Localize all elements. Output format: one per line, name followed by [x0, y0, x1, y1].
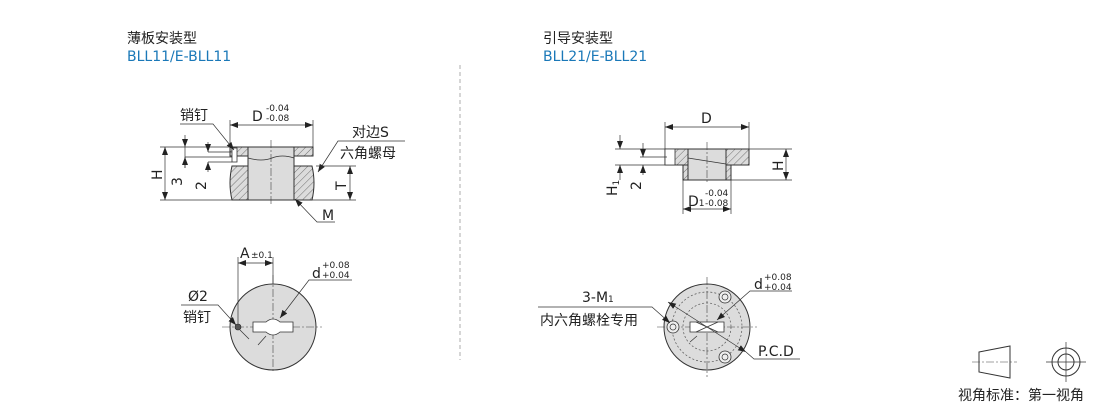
dim-3: 3 — [170, 177, 186, 186]
projection-label: 视角标准：第一视角 — [958, 387, 1084, 404]
left-title: 薄板安装型 — [127, 31, 197, 47]
d-tol-lower: +0.04 — [322, 271, 350, 281]
d-label: D — [252, 109, 263, 125]
bolt-label: 3-M1 — [582, 290, 614, 306]
a-tol: ±0.1 — [251, 251, 273, 261]
bolt-note: 内六角螺栓专用 — [540, 313, 638, 329]
thread-label: M — [322, 208, 334, 224]
cone-icon — [978, 345, 1011, 379]
dim-2: 2 — [629, 181, 645, 190]
h-label: H — [771, 160, 787, 171]
d-tol-upper: +0.08 — [322, 261, 350, 271]
t-label: T — [334, 181, 350, 191]
first-angle-projection-symbol: 视角标准：第一视角 — [958, 342, 1086, 404]
d-tol-lower: -0.08 — [266, 114, 290, 124]
left-model: BLL11/E-BLL11 — [127, 49, 231, 65]
d-label: d — [754, 277, 763, 293]
bolt-hole — [718, 350, 732, 364]
concentric-circles-icon — [1046, 342, 1086, 382]
bolt-hole — [718, 290, 732, 304]
across-flats-label: 对边S — [352, 125, 389, 141]
h1-label: H1 — [605, 180, 622, 196]
dim-2: 2 — [194, 181, 210, 190]
pin-label: 销钉 — [183, 310, 211, 326]
d-label: d — [312, 266, 321, 282]
d1-tol-upper: -0.04 — [705, 189, 729, 199]
pcd-label: P.C.D — [758, 344, 794, 360]
right-section: 引导安装型 BLL21/E-BLL21 D H H1 — [538, 31, 800, 377]
right-model: BLL21/E-BLL21 — [543, 49, 647, 65]
a-label: A — [240, 246, 250, 262]
pin-diameter-label: Ø2 — [188, 289, 208, 305]
right-title: 引导安装型 — [543, 31, 613, 47]
left-top-view: A ±0.1 d +0.08 +0.04 Ø2 销钉 — [181, 246, 352, 372]
bolt-hole — [666, 320, 680, 334]
d1-label: D1 — [688, 194, 705, 210]
pin-label: 销钉 — [180, 108, 208, 124]
d-tol-upper: +0.08 — [764, 273, 792, 283]
pin — [231, 147, 238, 163]
right-top-view: 3-M1 内六角螺栓专用 d +0.08 +0.04 P.C.D — [538, 273, 800, 377]
left-side-view: D -0.04 -0.08 销钉 H 3 2 对边S 六角螺母 — [150, 104, 405, 224]
d-tol-lower: +0.04 — [764, 283, 792, 293]
key-slot — [252, 318, 294, 336]
d-tol-upper: -0.04 — [266, 104, 290, 114]
d-label: D — [701, 111, 712, 127]
d1-tol-lower: -0.08 — [705, 199, 729, 209]
hex-nut-label: 六角螺母 — [340, 146, 396, 162]
h-label: H — [150, 169, 166, 180]
left-section: 薄板安装型 BLL11/E-BLL11 D -0.04 -0.08 销钉 — [127, 31, 405, 372]
right-side-view: D H H1 2 D1 -0.04 -0.08 — [605, 111, 792, 214]
